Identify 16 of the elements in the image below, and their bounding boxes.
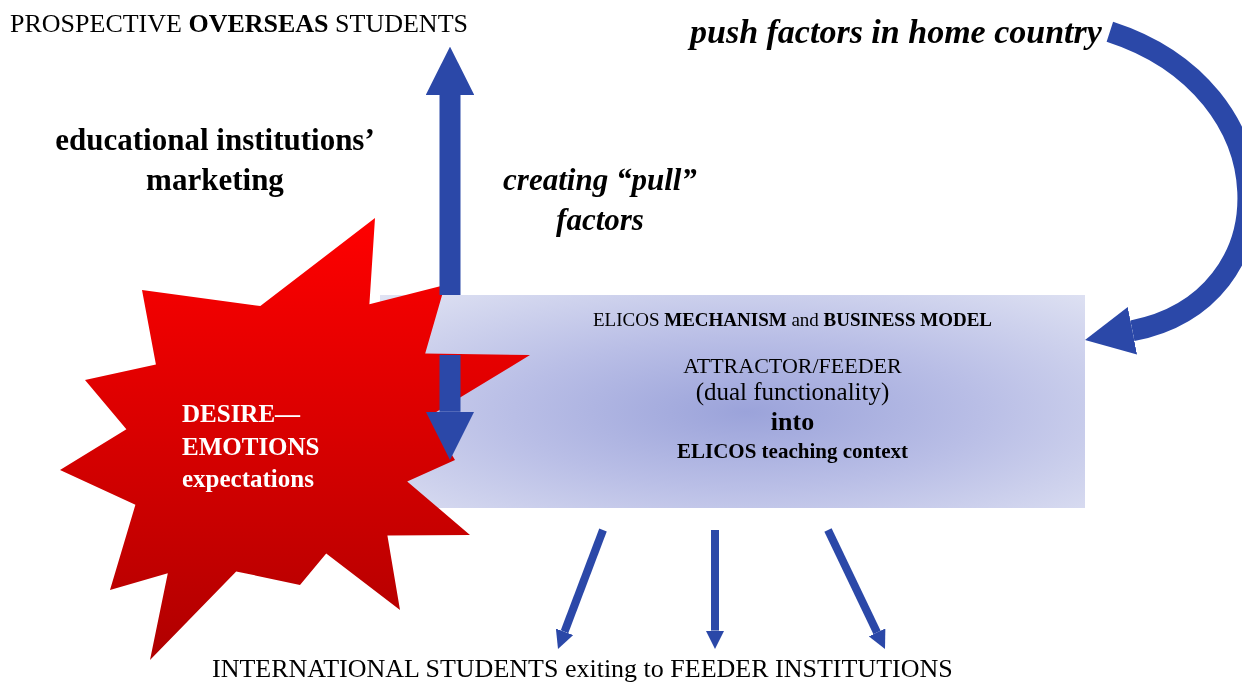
box-text: ELICOS teaching context	[677, 438, 908, 463]
box-text: into	[770, 406, 815, 437]
arrow	[555, 528, 607, 649]
arrow	[425, 46, 475, 295]
arrow	[824, 528, 886, 649]
node-label: PROSPECTIVE OVERSEAS STUDENTS	[10, 9, 468, 38]
annotation-text: creating “pull” factors	[502, 161, 698, 240]
node-label: INTERNATIONAL STUDENTS exiting to FEEDER INSTITUTIONS	[212, 654, 953, 683]
process-box	[380, 295, 1085, 508]
box-text: (dual functionality)	[695, 378, 890, 407]
box-text: ATTRACTOR/FEEDER	[683, 352, 902, 379]
box-text: ELICOS MECHANISM and BUSINESS MODEL	[592, 309, 993, 331]
arrow	[1086, 22, 1242, 354]
annotation-text: educational institutions’ marketing	[54, 121, 376, 200]
arrow	[425, 355, 475, 460]
starburst-text: DESIRE— EMOTIONS expectations	[182, 399, 321, 494]
